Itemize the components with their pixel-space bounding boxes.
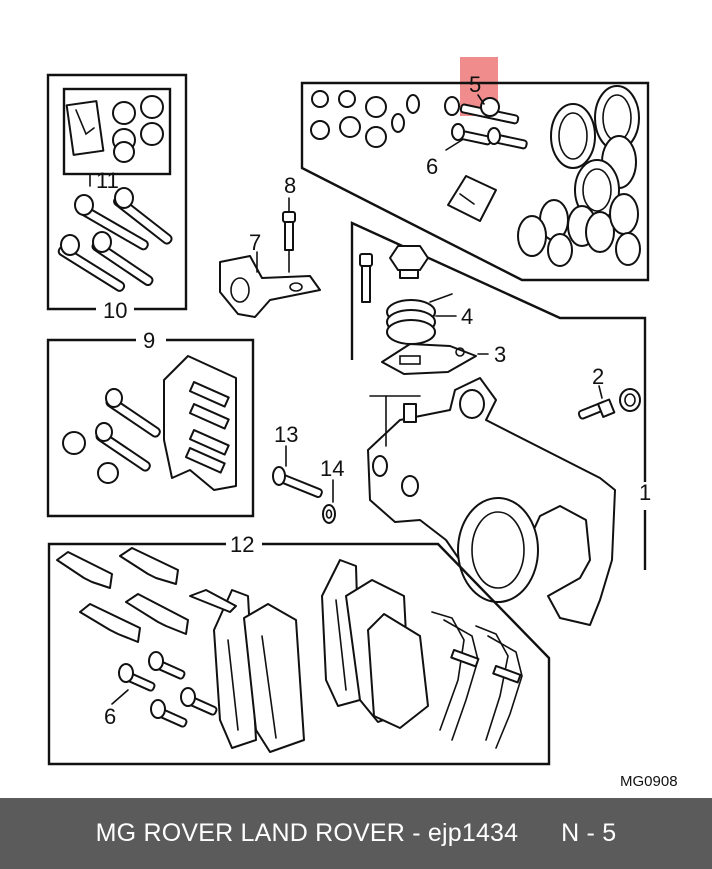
clip-group [431,611,523,749]
kit-box-10-11: 11 10 [46,73,188,323]
shim-group [56,547,189,643]
callout-12: 12 [230,532,254,557]
kit-box-9: 9 [46,328,255,518]
callout-6b: 6 [104,704,116,729]
pad-pair-left [189,589,305,753]
plug-group [310,90,460,148]
callout-9: 9 [143,328,155,353]
callout-10: 10 [103,298,127,323]
callout-13: 13 [274,422,298,447]
caliper-group: 1 2 3 4 [350,221,651,626]
pad-pair-right [321,559,429,729]
bracket-assembly: 7 8 [219,173,321,318]
callout-1: 1 [639,480,651,505]
callout-11: 11 [96,168,119,193]
pad-kit-box-12: 12 6 [47,532,551,766]
bolt-group-6 [451,97,528,150]
callout-14: 14 [320,456,344,481]
piston-seal-group [517,85,641,267]
callout-4: 4 [461,304,473,329]
grommet-group [112,95,164,163]
footer-title: MG ROVER LAND ROVER - ejp1434 [95,819,519,847]
footer-page: N - 5 [561,819,617,847]
callout-3: 3 [494,342,506,367]
drawing-reference: MG0908 [620,773,678,790]
seal-kit-box: 5 6 [300,72,650,282]
footer-banner: MG ROVER LAND ROVER - ejp1434 N - 5 [0,798,712,869]
footer-spacer [518,819,561,848]
bolt-13-washer-14: 13 14 [272,422,344,524]
callout-5: 5 [469,72,481,97]
callout-8: 8 [284,173,296,198]
guide-pin-group [57,187,173,292]
callout-6a: 6 [426,154,438,179]
callout-2: 2 [592,364,604,389]
callout-7: 7 [249,230,261,255]
exploded-parts-diagram: 11 10 [46,57,678,790]
bolt-group-6b [118,651,218,728]
